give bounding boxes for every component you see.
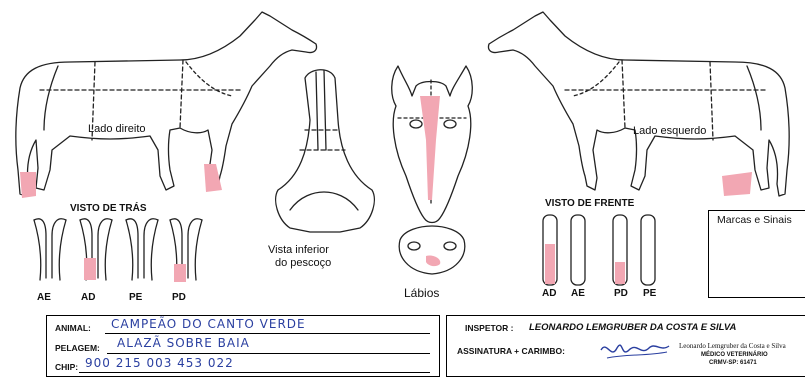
chip-label: CHIP: — [55, 362, 78, 372]
signature-image — [597, 336, 677, 366]
rear-leg-label: AD — [81, 292, 95, 303]
front-leg-label: AE — [571, 288, 585, 299]
front-legs-drawing — [543, 215, 655, 285]
assinatura-label: ASSINATURA + CARIMBO: — [457, 346, 565, 356]
lado-esquerdo-label: Lado esquerdo — [633, 125, 706, 137]
inspetor-value: LEONARDO LEMGRUBER DA COSTA E SILVA — [529, 322, 736, 333]
stamp-name: Leonardo Lemgruber da Costa e Silva — [679, 342, 786, 350]
horse-left-side-drawing — [488, 12, 789, 196]
lado-direito-label: Lado direito — [88, 123, 146, 135]
neck-underside-drawing — [276, 70, 375, 232]
marcas-sinais-label: Marcas e Sinais — [717, 214, 792, 226]
rear-leg-label: PE — [129, 292, 142, 303]
vista-inferior-label: Vista inferior — [268, 244, 329, 256]
chip-value: 900 215 003 453 022 — [85, 356, 234, 370]
stamp-crmv: CRMV-SP: 61471 — [709, 360, 757, 366]
do-pescoco-label: do pescoço — [275, 257, 331, 269]
inspetor-label: INSPETOR : — [465, 323, 514, 333]
rear-leg-label: PD — [172, 292, 186, 303]
pelagem-label: PELAGEM: — [55, 343, 100, 353]
front-leg-label: PE — [643, 288, 656, 299]
pelagem-value: ALAZÃ SOBRE BAIA — [117, 336, 250, 350]
animal-value: CAMPEÃO DO CANTO VERDE — [111, 317, 306, 331]
marcas-sinais-box: Marcas e Sinais — [708, 210, 805, 298]
front-leg-label: AD — [542, 288, 556, 299]
visto-de-frente-label: VISTO DE FRENTE — [545, 198, 634, 209]
animal-info-box: ANIMAL: CAMPEÃO DO CANTO VERDE PELAGEM: … — [46, 315, 440, 377]
labios-label: Lábios — [404, 286, 439, 300]
inspector-box: INSPETOR : LEONARDO LEMGRUBER DA COSTA E… — [446, 315, 805, 377]
front-leg-label: PD — [614, 288, 628, 299]
lips-drawing — [399, 226, 465, 274]
animal-label: ANIMAL: — [55, 323, 91, 333]
horse-identification-diagram — [0, 0, 805, 300]
visto-de-tras-label: VISTO DE TRÁS — [70, 203, 147, 214]
rear-leg-label: AE — [37, 292, 51, 303]
horse-right-side-drawing — [16, 12, 317, 196]
stamp-title: MÉDICO VETERINÁRIO — [701, 352, 768, 358]
